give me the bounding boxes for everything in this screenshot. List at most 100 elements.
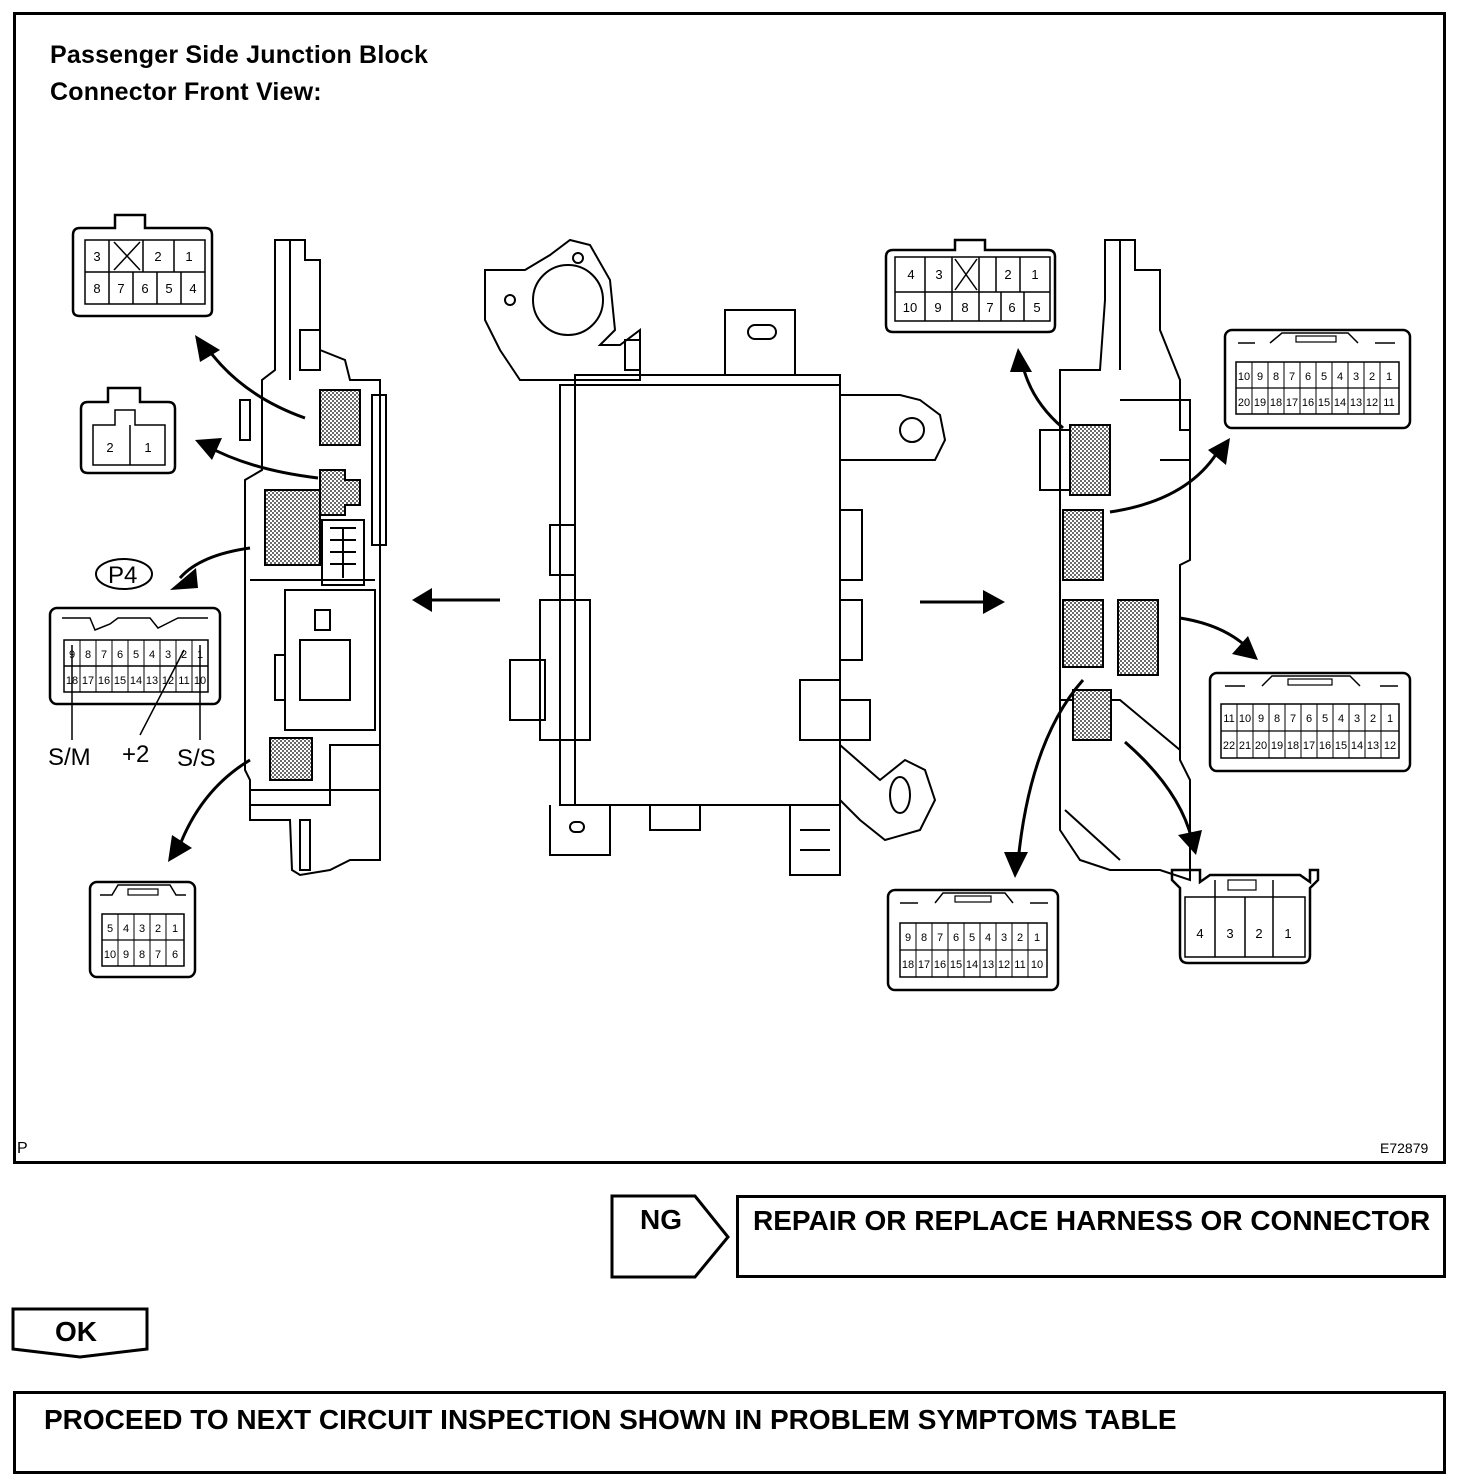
right-side-view: [1039, 239, 1191, 882]
pin: 9: [934, 300, 941, 315]
pin: 4: [1337, 371, 1343, 383]
pin: 6: [1306, 713, 1312, 725]
ng-action-box: REPAIR OR REPLACE HARNESS OR CONNECTOR: [736, 1195, 1446, 1278]
pin: 15: [1318, 397, 1330, 409]
pin: 6: [1305, 371, 1311, 383]
figure-id: E72879: [1380, 1140, 1429, 1156]
ng-tag: [610, 1194, 730, 1279]
pin: 9: [123, 949, 129, 961]
pin: 13: [1350, 397, 1362, 409]
pin: 15: [950, 959, 962, 971]
pin: 5: [1321, 371, 1327, 383]
p4-grid: [79, 640, 193, 692]
ng-action-text: REPAIR OR REPLACE HARNESS OR CONNECTOR: [753, 1205, 1431, 1236]
pin: 2: [1255, 926, 1262, 941]
right-view-arrowhead: [983, 590, 1005, 614]
pin: 16: [1319, 740, 1331, 752]
pin: 7: [155, 949, 161, 961]
pin: 11: [1223, 713, 1234, 725]
pointer-arrowheads: [168, 335, 1258, 878]
connector-bottom-left: 5 4 3 2 1 10 9 8 7 6: [88, 880, 197, 979]
pin: 17: [918, 959, 930, 971]
pin: 1: [144, 440, 151, 455]
pin: 10: [1239, 713, 1251, 725]
pin: 7: [986, 300, 993, 315]
connector-right-20: 10 9 8 7 6 5 4 3 2 1 20 19 18 17 16 15 1…: [1223, 328, 1412, 430]
pin: 2: [1004, 267, 1011, 282]
pin: 10: [903, 300, 917, 315]
pin: 6: [953, 932, 959, 944]
pin: 4: [985, 932, 991, 944]
pin: 6: [117, 649, 123, 661]
pin: 8: [921, 932, 927, 944]
ng-tag-label: NG: [640, 1204, 682, 1235]
pin: 6: [1008, 300, 1015, 315]
pin: 12: [998, 959, 1010, 971]
pin: 3: [1226, 926, 1233, 941]
pin: 15: [114, 675, 126, 687]
pin: 9: [1257, 371, 1263, 383]
pin: 5: [107, 923, 113, 935]
connector-right-22: 11 10 9 8 7 6 5 4 3 2 1 22 21 20 19 18 1…: [1208, 671, 1412, 773]
pin: 5: [969, 932, 975, 944]
pin: 2: [1369, 371, 1375, 383]
pin: 7: [1289, 371, 1295, 383]
left-side-view: [239, 239, 387, 877]
pin: 6: [172, 949, 178, 961]
junction-block-diagram: 3 2 1 8 7 6 5 4 2 1 P4 9 8 7 6 5 4: [48, 213, 1412, 992]
pin: 13: [146, 675, 158, 687]
pin: 17: [1303, 740, 1315, 752]
pin: 2: [1370, 713, 1376, 725]
connector-top-right: 4 3 2 1 10 9 8 7 6 5: [884, 238, 1057, 334]
pin: 1: [1034, 932, 1040, 944]
pin: 5: [1322, 713, 1328, 725]
connector-bottom-right: 4 3 2 1: [1170, 868, 1320, 965]
p4-badge: P4: [108, 562, 137, 589]
pin: 10: [104, 949, 116, 961]
pin: 10: [1238, 371, 1250, 383]
pin: 2: [1017, 932, 1023, 944]
pin: 14: [966, 959, 978, 971]
pin: 2: [154, 249, 161, 264]
left-view-arrowhead: [412, 588, 432, 612]
pin: 16: [1302, 397, 1314, 409]
pin: 1: [1031, 267, 1038, 282]
pin: 3: [935, 267, 942, 282]
pin: 3: [1354, 713, 1360, 725]
pin: 3: [1001, 932, 1007, 944]
pin: 4: [907, 267, 914, 282]
pin: 4: [1196, 926, 1203, 941]
pin: 13: [982, 959, 994, 971]
pin: 11: [1383, 397, 1394, 409]
pin: 8: [85, 649, 91, 661]
pin: 14: [1334, 397, 1346, 409]
pin: 11: [178, 675, 189, 687]
title-line-2: Connector Front View:: [50, 78, 322, 106]
corner-mark: P: [17, 1140, 28, 1157]
pin: 17: [82, 675, 94, 687]
pin: 18: [1287, 740, 1299, 752]
connector-p4: P4 9 8 7 6 5 4 3 2 1 18 17 16 15 14 13 1…: [48, 558, 222, 772]
title-line-1: Passenger Side Junction Block: [50, 41, 429, 69]
pin: 7: [1290, 713, 1296, 725]
pin: 2: [181, 649, 187, 661]
terminal-label-plus2: +2: [122, 741, 149, 768]
terminal-label-ss: S/S: [177, 745, 216, 772]
pin: 5: [1033, 300, 1040, 315]
pin: 9: [1258, 713, 1264, 725]
pin: 3: [93, 249, 100, 264]
pin: 2: [155, 923, 161, 935]
pin: 4: [123, 923, 129, 935]
pin: 8: [961, 300, 968, 315]
pin: 5: [133, 649, 139, 661]
pin: 4: [149, 649, 155, 661]
pin: 3: [139, 923, 145, 935]
pin: 17: [1286, 397, 1298, 409]
pin: 8: [139, 949, 145, 961]
pin: 6: [141, 281, 148, 296]
pin: 16: [934, 959, 946, 971]
pin: 3: [165, 649, 171, 661]
pin: 3: [1353, 371, 1359, 383]
pin: 1: [172, 923, 178, 935]
pin: 7: [117, 281, 124, 296]
